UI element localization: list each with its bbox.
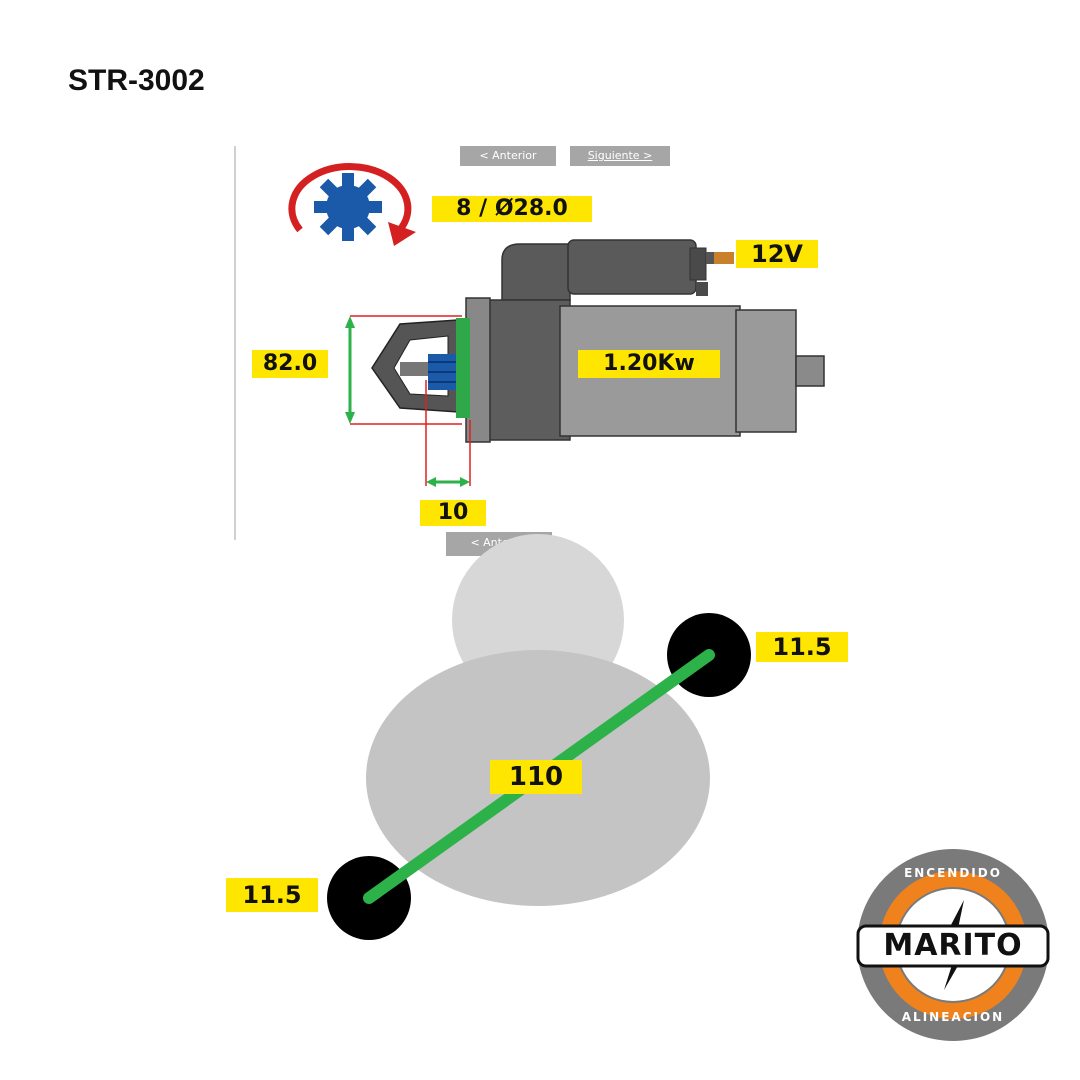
flange-dimension-line xyxy=(345,315,462,425)
flange-diameter-label: 82.0 xyxy=(252,350,328,378)
hole-spacing-label: 110 xyxy=(490,760,582,794)
bolt-hole-right-label: 11.5 xyxy=(756,632,848,662)
rotation-arrow-icon xyxy=(288,163,416,246)
marito-logo xyxy=(856,849,1050,1041)
pinion-spec-label: 8 / Ø28.0 xyxy=(432,196,592,222)
page-title: STR-3002 xyxy=(68,64,205,97)
power-label: 1.20Kw xyxy=(578,350,720,378)
next-button-top[interactable]: Siguiente > xyxy=(570,146,670,166)
pinion-gear-icon xyxy=(314,173,382,241)
solenoid xyxy=(501,239,734,301)
nose-housing xyxy=(371,318,470,418)
pinion-offset-dimension-line xyxy=(425,380,471,487)
logo-bottom-text: ALINEACION xyxy=(901,1010,1005,1024)
pinion-offset-label: 10 xyxy=(420,500,486,526)
bolt-pattern-diagram xyxy=(327,534,751,940)
logo-main-text: MARITO xyxy=(883,928,1023,963)
logo-top-text: ENCENDIDO xyxy=(904,866,1002,880)
panel-divider xyxy=(234,146,236,540)
voltage-label: 12V xyxy=(736,240,818,268)
previous-button-top[interactable]: < Anterior xyxy=(460,146,556,166)
bolt-hole-left-label: 11.5 xyxy=(226,878,318,912)
